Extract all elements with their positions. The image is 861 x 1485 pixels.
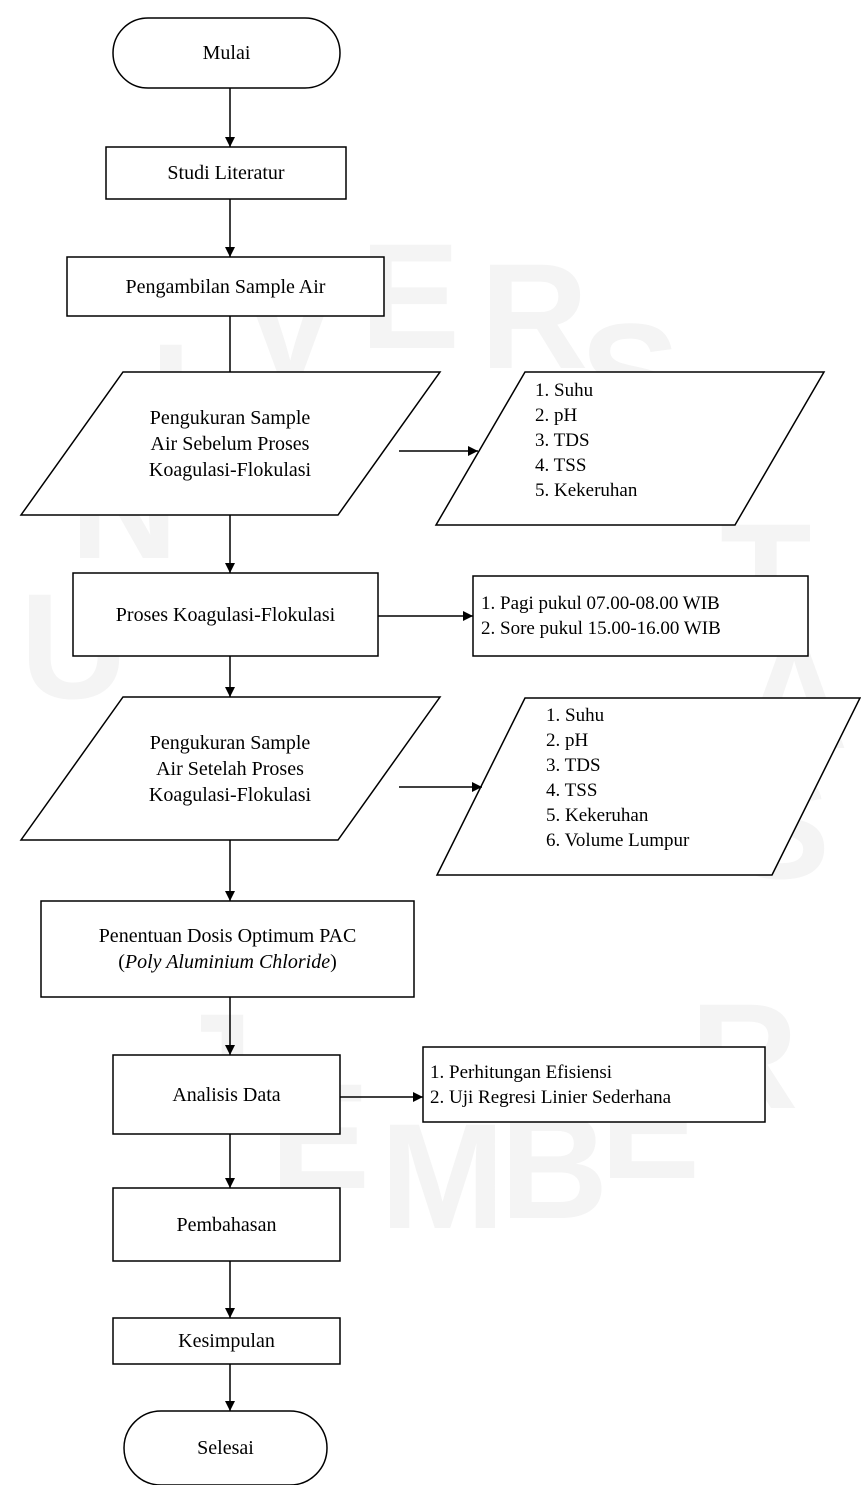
penentuan-dosis-label: Penentuan Dosis Optimum PAC (Poly Alumin… (41, 901, 414, 997)
list-item: 1. Pagi pukul 07.00-08.00 WIB (481, 593, 720, 614)
pac-full-name: Poly Aluminium Chloride (124, 951, 331, 973)
pengukuran-sebelum-shape (19, 371, 442, 516)
list-item: 2. Sore pukul 15.00-16.00 WIB (481, 618, 721, 639)
penentuan-dosis-box (40, 900, 415, 998)
pengukuran-setelah-line: Koagulasi-Flokulasi (148, 783, 312, 806)
parameter-setelah-list-shape (435, 697, 861, 876)
parameter-setelah-list: 1. Suhu 2. pH 3. TDS 4. TSS 5. Kekeruhan… (546, 703, 689, 853)
proses-label: Proses Koagulasi-Flokulasi (73, 573, 378, 656)
list-item: 4. TSS (546, 780, 598, 801)
pengukuran-setelah-line: Air Setelah Proses (156, 757, 304, 780)
waktu-list-box (472, 575, 809, 657)
analisis-data-label: Analisis Data (113, 1055, 340, 1134)
pengambilan-sample-box (66, 256, 385, 317)
list-item: 3. TDS (535, 430, 590, 451)
end-label: Selesai (124, 1411, 327, 1485)
list-item: 1. Suhu (546, 705, 605, 726)
kesimpulan-text: Kesimpulan (178, 1330, 275, 1352)
pembahasan-label: Pembahasan (113, 1188, 340, 1261)
pembahasan-text: Pembahasan (176, 1213, 277, 1236)
list-item: 2. pH (535, 405, 578, 426)
list-item: 3. TDS (546, 755, 601, 776)
pengukuran-sebelum-line: Air Sebelum Proses (150, 432, 310, 455)
list-item: 1. Perhitungan Efisiensi (430, 1062, 613, 1083)
penentuan-dosis-line2: (Poly Aluminium Chloride) (118, 949, 337, 975)
waktu-list: 1. Pagi pukul 07.00-08.00 WIB 2. Sore pu… (481, 591, 721, 641)
analisis-list-box (422, 1046, 766, 1123)
studi-literatur-text: Studi Literatur (167, 162, 285, 184)
end-terminator (123, 1410, 328, 1485)
start-terminator (112, 17, 341, 89)
proses-box (72, 572, 379, 657)
penentuan-dosis-line1: Penentuan Dosis Optimum PAC (98, 925, 357, 947)
proses-text: Proses Koagulasi-Flokulasi (115, 603, 336, 626)
start-text: Mulai (202, 42, 251, 64)
pengukuran-setelah-line: Pengukuran Sample (149, 731, 311, 754)
pengambilan-sample-label: Pengambilan Sample Air (67, 257, 384, 316)
pengukuran-setelah-shape (19, 696, 442, 841)
kesimpulan-box (112, 1317, 341, 1365)
pengukuran-sebelum-line: Pengukuran Sample (149, 406, 311, 429)
start-label: Mulai (113, 18, 340, 88)
list-item: 2. pH (546, 730, 589, 751)
pengambilan-sample-text: Pengambilan Sample Air (125, 275, 326, 298)
studi-literatur-label: Studi Literatur (106, 147, 346, 199)
parameter-sebelum-list-shape (434, 371, 826, 526)
end-text: Selesai (197, 1437, 254, 1459)
studi-literatur-box (105, 146, 347, 200)
paren-close: ) (330, 951, 337, 973)
parameter-sebelum-list: 1. Suhu 2. pH 3. TDS 4. TSS 5. Kekeruhan (535, 378, 637, 503)
analisis-data-text: Analisis Data (172, 1083, 281, 1106)
paren-open: ( (118, 951, 125, 973)
list-item: 2. Uji Regresi Linier Sederhana (430, 1087, 672, 1108)
list-item: 5. Kekeruhan (535, 480, 638, 501)
analisis-list: 1. Perhitungan Efisiensi 2. Uji Regresi … (430, 1060, 671, 1110)
list-item: 4. TSS (535, 455, 587, 476)
pengukuran-sebelum-line: Koagulasi-Flokulasi (148, 458, 312, 481)
pengukuran-sebelum-label: Pengukuran Sample Air Sebelum Proses Koa… (70, 372, 390, 515)
list-item: 1. Suhu (535, 380, 594, 401)
kesimpulan-label: Kesimpulan (113, 1318, 340, 1364)
pembahasan-box (112, 1187, 341, 1262)
list-item: 6. Volume Lumpur (546, 830, 690, 851)
list-item: 5. Kekeruhan (546, 805, 649, 826)
pengukuran-setelah-label: Pengukuran Sample Air Setelah Proses Koa… (70, 697, 390, 840)
analisis-data-box (112, 1054, 341, 1135)
